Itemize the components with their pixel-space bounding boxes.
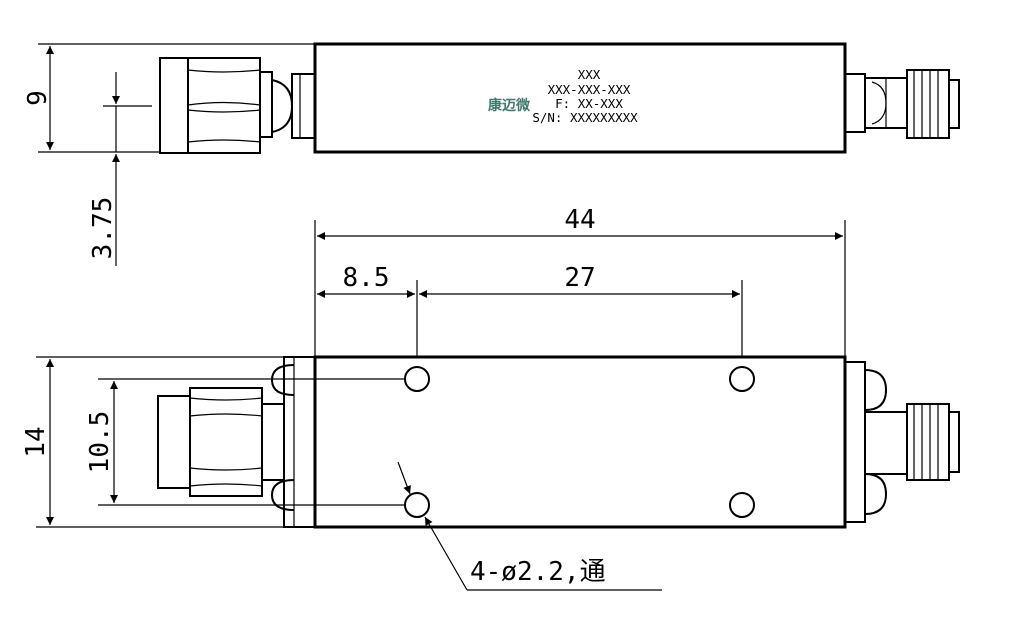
- side-right-connector: [844, 69, 960, 139]
- dim-connector-offset: 3.75: [88, 72, 152, 266]
- side-view: 康迈微 XXX XXX-XXX-XXX F: XX-XXX S/N: XXXXX…: [23, 42, 960, 266]
- dim-hole-spacing-text: 27: [564, 263, 595, 293]
- top-view: 14 10.5 4-ø2.2,通: [21, 355, 960, 591]
- product-label: 康迈微 XXX XXX-XXX-XXX F: XX-XXX S/N: XXXXX…: [488, 67, 638, 125]
- dim-hole-pitch: 10.5: [85, 378, 405, 506]
- dim-hole-pitch-text: 10.5: [85, 411, 115, 474]
- dim-height-side: 9: [23, 43, 315, 153]
- label-line-4: S/N: XXXXXXXXX: [532, 110, 638, 125]
- hole-callout-text: 4-ø2.2,通: [470, 557, 606, 587]
- top-view-body: [313, 355, 847, 529]
- label-line-1: XXX: [578, 67, 601, 82]
- mounting-hole: [729, 492, 755, 518]
- brand-logo-text: 康迈微: [488, 97, 531, 114]
- label-line-3: F: XX-XXX: [555, 96, 623, 111]
- side-left-connector: [159, 57, 316, 154]
- label-line-2: XXX-XXX-XXX: [548, 82, 631, 97]
- dim-hole-offset-text: 8.5: [343, 263, 390, 293]
- dim-total-length-text: 44: [564, 205, 595, 235]
- dim-height-side-text: 9: [23, 90, 53, 106]
- mounting-hole: [404, 366, 430, 392]
- hole-callout: 4-ø2.2,通: [397, 461, 662, 591]
- dim-connector-offset-text: 3.75: [88, 197, 118, 260]
- length-dimensions: 44 8.5 27: [314, 205, 846, 356]
- dim-width-top: 14: [21, 356, 284, 528]
- mounting-hole: [404, 492, 430, 518]
- top-right-connector: [844, 361, 960, 523]
- dim-width-top-text: 14: [21, 426, 51, 457]
- mounting-hole: [729, 366, 755, 392]
- top-left-connector: [157, 356, 316, 528]
